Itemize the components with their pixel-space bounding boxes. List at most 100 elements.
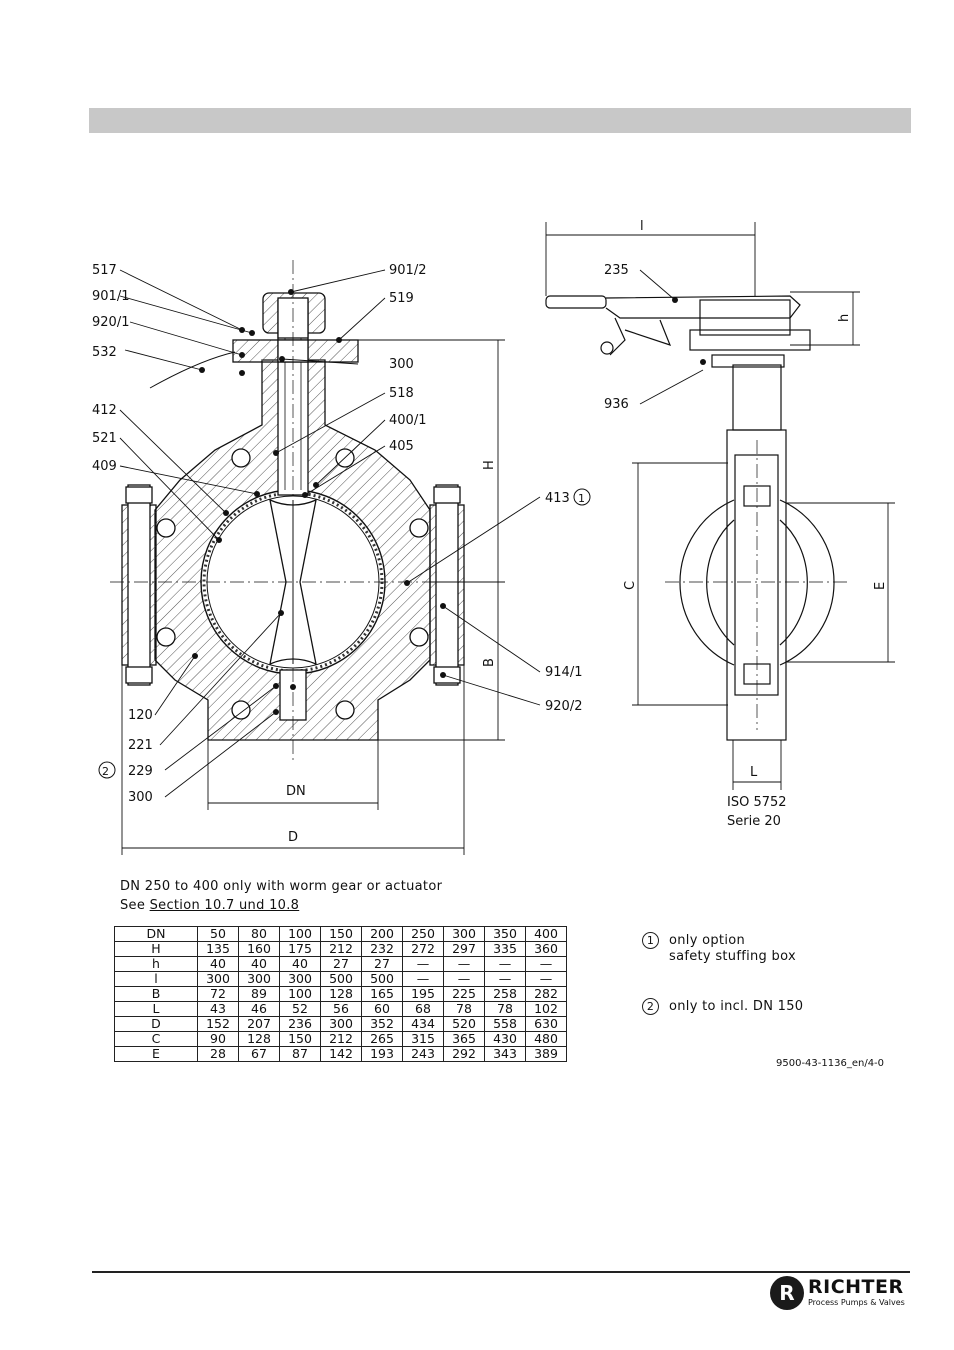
table-cell: 300 xyxy=(443,926,485,942)
section-link[interactable]: Section 10.7 und 10.8 xyxy=(149,898,300,913)
table-cell: 193 xyxy=(361,1046,403,1062)
table-cell: 352 xyxy=(361,1016,403,1032)
table-cell: 350 xyxy=(484,926,526,942)
table-cell: 195 xyxy=(402,986,444,1002)
label-920-1: 920/1 xyxy=(92,315,129,330)
table-cell: 335 xyxy=(484,941,526,957)
table-row-label: DN xyxy=(114,926,198,942)
table-cell: 212 xyxy=(320,941,362,957)
table-cell: 297 xyxy=(443,941,485,957)
serie-label: Serie 20 xyxy=(727,814,781,829)
table-cell: 89 xyxy=(238,986,280,1002)
richter-logo-icon: R xyxy=(770,1276,804,1310)
table-cell: 46 xyxy=(238,1001,280,1017)
table-cell: 315 xyxy=(402,1031,444,1047)
table-cell: 40 xyxy=(279,956,321,972)
table-cell: 243 xyxy=(402,1046,444,1062)
table-cell: 480 xyxy=(525,1031,567,1047)
label-235: 235 xyxy=(604,263,629,278)
table-cell: — xyxy=(443,971,485,987)
table-cell: 520 xyxy=(443,1016,485,1032)
dim-E: E xyxy=(873,582,888,590)
table-cell: 50 xyxy=(197,926,239,942)
legend-1-line-b: safety stuffing box xyxy=(669,949,796,964)
table-cell: 40 xyxy=(238,956,280,972)
dim-C: C xyxy=(623,581,638,590)
section-header-bar xyxy=(89,108,911,133)
table-row-label: B xyxy=(114,986,198,1002)
label-300b: 300 xyxy=(128,790,153,805)
table-row-label: l xyxy=(114,971,198,987)
table-cell: 265 xyxy=(361,1031,403,1047)
sectional-view xyxy=(110,260,541,855)
table-cell: 236 xyxy=(279,1016,321,1032)
note-line-1: DN 250 to 400 only with worm gear or act… xyxy=(120,879,443,894)
table-cell: 258 xyxy=(484,986,526,1002)
label-936: 936 xyxy=(604,397,629,412)
table-cell: 434 xyxy=(402,1016,444,1032)
table-cell: 389 xyxy=(525,1046,567,1062)
label-229: 229 xyxy=(128,764,153,779)
label-920-2: 920/2 xyxy=(545,699,582,714)
table-row-label: D xyxy=(114,1016,198,1032)
footer-rule xyxy=(92,1271,910,1273)
table-cell: 87 xyxy=(279,1046,321,1062)
part-labels: 517 901/1 920/1 532 412 521 409 120 221 … xyxy=(92,219,888,845)
label-517: 517 xyxy=(92,263,117,278)
table-cell: 27 xyxy=(320,956,362,972)
table-row-label: E xyxy=(114,1046,198,1062)
label-300: 300 xyxy=(389,357,414,372)
table-cell: 225 xyxy=(443,986,485,1002)
table-cell: 207 xyxy=(238,1016,280,1032)
label-519: 519 xyxy=(389,291,414,306)
table-cell: 175 xyxy=(279,941,321,957)
table-cell: 142 xyxy=(320,1046,362,1062)
label-405: 405 xyxy=(389,439,414,454)
legend-item-1: 1 only option safety stuffing box xyxy=(642,932,796,964)
logo-tagline: Process Pumps & Valves xyxy=(808,1298,905,1307)
table-cell: 135 xyxy=(197,941,239,957)
table-cell: 365 xyxy=(443,1031,485,1047)
table-cell: 28 xyxy=(197,1046,239,1062)
label-412: 412 xyxy=(92,403,117,418)
table-cell: 128 xyxy=(320,986,362,1002)
label-518: 518 xyxy=(389,386,414,401)
document-reference: 9500-43-1136_en/4-0 xyxy=(776,1058,885,1069)
table-cell: 52 xyxy=(279,1001,321,1017)
table-cell: 43 xyxy=(197,1001,239,1017)
table-cell: 165 xyxy=(361,986,403,1002)
side-view xyxy=(98,222,895,790)
table-cell: 60 xyxy=(361,1001,403,1017)
table-cell: 630 xyxy=(525,1016,567,1032)
circled-2-marker: 2 xyxy=(102,765,109,778)
table-row-label: C xyxy=(114,1031,198,1047)
table-cell: 343 xyxy=(484,1046,526,1062)
table-cell: 400 xyxy=(525,926,567,942)
table-cell: 200 xyxy=(361,926,403,942)
table-cell: 152 xyxy=(197,1016,239,1032)
label-120: 120 xyxy=(128,708,153,723)
table-cell: 68 xyxy=(402,1001,444,1017)
table-cell: 500 xyxy=(361,971,403,987)
note-text: DN 250 to 400 only with worm gear or act… xyxy=(120,877,442,915)
table-cell: 78 xyxy=(484,1001,526,1017)
circled-number-1: 1 xyxy=(642,932,659,949)
label-400-1: 400/1 xyxy=(389,413,426,428)
label-409: 409 xyxy=(92,459,117,474)
table-cell: 56 xyxy=(320,1001,362,1017)
legend-1-line-a: only option xyxy=(669,933,746,948)
table-cell: 72 xyxy=(197,986,239,1002)
table-row-label: H xyxy=(114,941,198,957)
table-cell: 430 xyxy=(484,1031,526,1047)
note-see: See xyxy=(120,898,146,913)
label-532: 532 xyxy=(92,345,117,360)
table-cell: 300 xyxy=(279,971,321,987)
table-cell: 292 xyxy=(443,1046,485,1062)
